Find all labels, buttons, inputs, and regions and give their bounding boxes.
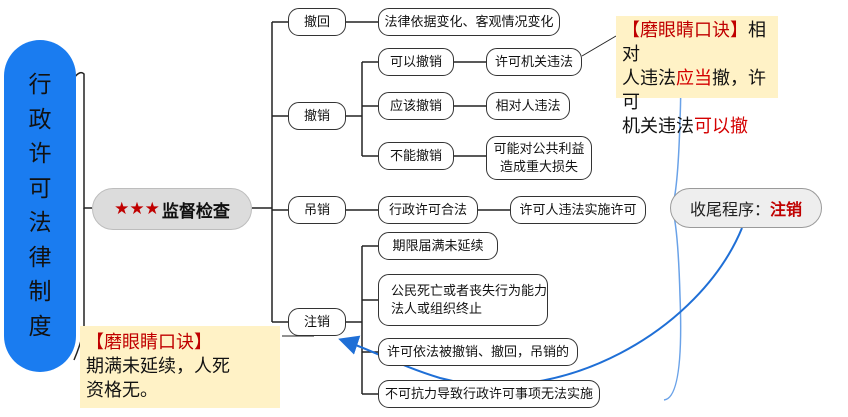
tail-prefix: 收尾程序：	[689, 202, 770, 219]
node-diaoxiao: 吊销	[288, 196, 346, 224]
note-text: 相对	[622, 20, 766, 64]
node-line: 造成重大损失	[499, 159, 578, 174]
center-label: 监督检查	[161, 201, 230, 221]
node-line: 公民死亡或者丧失行为能力	[391, 283, 548, 298]
node-siwang-zhongzhi: 公民死亡或者丧失行为能力 法人或组织终止	[378, 274, 548, 326]
node-gonggong-liyi: 可能对公共利益 造成重大损失	[486, 136, 592, 180]
main-title-pill: 行 政 许 可 法 律 制 度	[4, 40, 76, 372]
note-text: 撤，许可	[622, 68, 766, 112]
node-xuke-hefa: 行政许可合法	[378, 196, 478, 224]
node-qixian-jieman: 期限届满未延续	[378, 232, 498, 260]
node-buneng-chexiao: 不能撤销	[378, 142, 454, 170]
center-node-supervision: ★★★ 监督检查	[92, 188, 252, 230]
main-title-char: 法	[28, 210, 52, 236]
main-title-char: 政	[28, 106, 52, 133]
main-title-char: 行	[28, 72, 52, 98]
node-xiangduiren-weifa: 相对人违法	[486, 92, 570, 120]
note-highlight: 应当	[676, 68, 712, 88]
node-line: 可能对公共利益	[493, 141, 585, 156]
node-yinggai-chexiao: 应该撤销	[378, 92, 454, 120]
node-keyi-chexiao: 可以撤销	[378, 48, 454, 76]
note-text: 人违法	[622, 68, 676, 88]
star-rating: ★★★	[114, 199, 160, 218]
main-title-char: 许	[28, 141, 52, 167]
node-chehui: 撤回	[288, 8, 346, 36]
note-line: 资格无。	[86, 380, 158, 400]
node-yifa-chexiao: 许可依法被撤销、撤回，吊销的	[378, 338, 578, 366]
node-xukeren-weifa: 许可人违法实施许可	[510, 196, 646, 224]
note-bracket: 【磨眼睛口诀】	[622, 20, 748, 40]
note-text: 机关违法	[622, 116, 694, 136]
node-zhuxiao: 注销	[288, 308, 346, 336]
main-title-char: 制	[28, 279, 52, 305]
node-bukekangli: 不可抗力导致行政许可事项无法实施	[378, 380, 600, 408]
mnemonic-note-top: 【磨眼睛口诀】相对 人违法应当撤，许可 机关违法可以撤	[616, 16, 778, 136]
node-line: 法人或组织终止	[391, 301, 483, 316]
note-line: 期满未延续，人死	[86, 356, 230, 376]
tail-procedure-badge: 收尾程序： 注销	[670, 188, 822, 228]
main-title-char: 律	[28, 244, 52, 271]
note-highlight: 可以撤	[694, 116, 748, 136]
main-title-char: 可	[28, 175, 52, 202]
mnemonic-note-bottom: 【磨眼睛口诀】 期满未延续，人死 资格无。	[80, 326, 280, 408]
tail-emphasis: 注销	[770, 202, 803, 219]
node-chexiao: 撤销	[288, 102, 346, 130]
main-title-char: 度	[28, 313, 52, 340]
node-jiguan-weifa: 许可机关违法	[486, 48, 582, 76]
node-chehui-reason: 法律依据变化、客观情况变化	[378, 8, 560, 36]
note-bracket: 【磨眼睛口诀】	[86, 332, 212, 352]
